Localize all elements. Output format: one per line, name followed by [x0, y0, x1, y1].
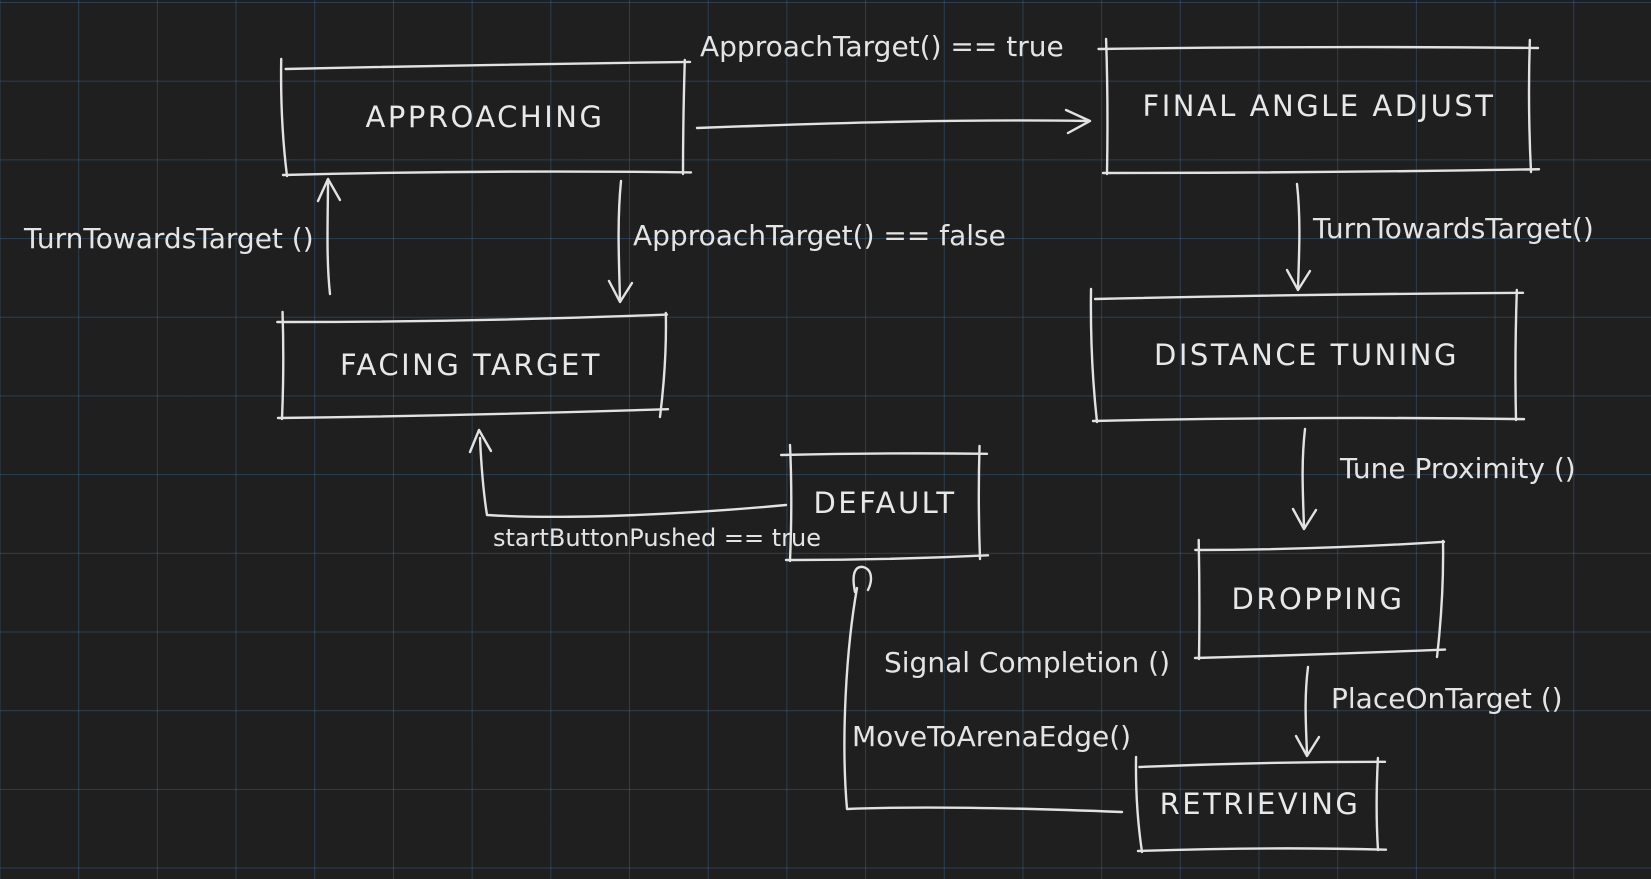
arrow-default-to-facing-target[interactable] — [468, 428, 788, 518]
state-label-default: DEFAULT — [788, 448, 982, 557]
edge-label-approach-target-true[interactable]: ApproachTarget() == true — [700, 30, 1064, 63]
state-text[interactable]: DEFAULT — [813, 485, 957, 520]
state-label-dropping: DROPPING — [1197, 543, 1439, 655]
state-box-retrieving[interactable] — [1134, 755, 1388, 854]
state-box-distance-tuning[interactable] — [1089, 287, 1526, 424]
edge-label-turn-towards-target-right[interactable]: TurnTowardsTarget() — [1313, 212, 1594, 245]
state-box-dropping[interactable] — [1193, 538, 1447, 661]
state-text[interactable]: FINAL ANGLE ADJUST — [1142, 89, 1496, 123]
state-text[interactable]: APPROACHING — [365, 100, 605, 134]
edge-label-signal-completion[interactable]: Signal Completion () — [884, 646, 1171, 679]
state-box-final-angle-adjust[interactable] — [1097, 37, 1541, 176]
edge-label-tune-proximity[interactable]: Tune Proximity () — [1340, 452, 1576, 485]
state-label-distance-tuning: DISTANCE TUNING — [1095, 292, 1518, 418]
state-box-approaching[interactable] — [279, 57, 693, 178]
arrow-dropping-to-retrieving[interactable] — [1294, 665, 1321, 758]
edge-label-approach-target-false[interactable]: ApproachTarget() == false — [633, 219, 1006, 252]
edge-label-turn-towards-target-left[interactable]: TurnTowardsTarget () — [24, 222, 314, 255]
state-box-default[interactable] — [779, 443, 990, 563]
arrow-facing-target-to-approaching[interactable] — [316, 177, 342, 296]
state-text[interactable]: DISTANCE TUNING — [1154, 338, 1459, 372]
state-label-approaching: APPROACHING — [285, 62, 685, 172]
edge-label-start-button-pushed[interactable]: startButtonPushed == true — [493, 524, 821, 552]
arrow-approaching-to-facing-target[interactable] — [607, 179, 634, 304]
edge-label-move-to-arena-edge[interactable]: MoveToArenaEdge() — [852, 720, 1132, 753]
edge-label-place-on-target[interactable]: PlaceOnTarget () — [1331, 682, 1563, 715]
state-label-retrieving: RETRIEVING — [1140, 760, 1380, 848]
state-label-final-angle-adjust: FINAL ANGLE ADJUST — [1105, 42, 1533, 170]
state-label-facing-target: FACING TARGET — [280, 315, 662, 415]
state-text[interactable]: DROPPING — [1231, 582, 1405, 616]
arrow-final-angle-adjust-to-distance-tuning[interactable] — [1285, 182, 1312, 292]
arrow-distance-tuning-to-dropping[interactable] — [1291, 427, 1318, 531]
arrow-approaching-to-final-angle-adjust[interactable] — [695, 108, 1092, 135]
state-text[interactable]: RETRIEVING — [1159, 787, 1361, 821]
state-text[interactable]: FACING TARGET — [340, 348, 602, 382]
arrow-retrieving-to-default[interactable] — [843, 565, 1124, 814]
state-box-facing-target[interactable] — [276, 310, 670, 421]
